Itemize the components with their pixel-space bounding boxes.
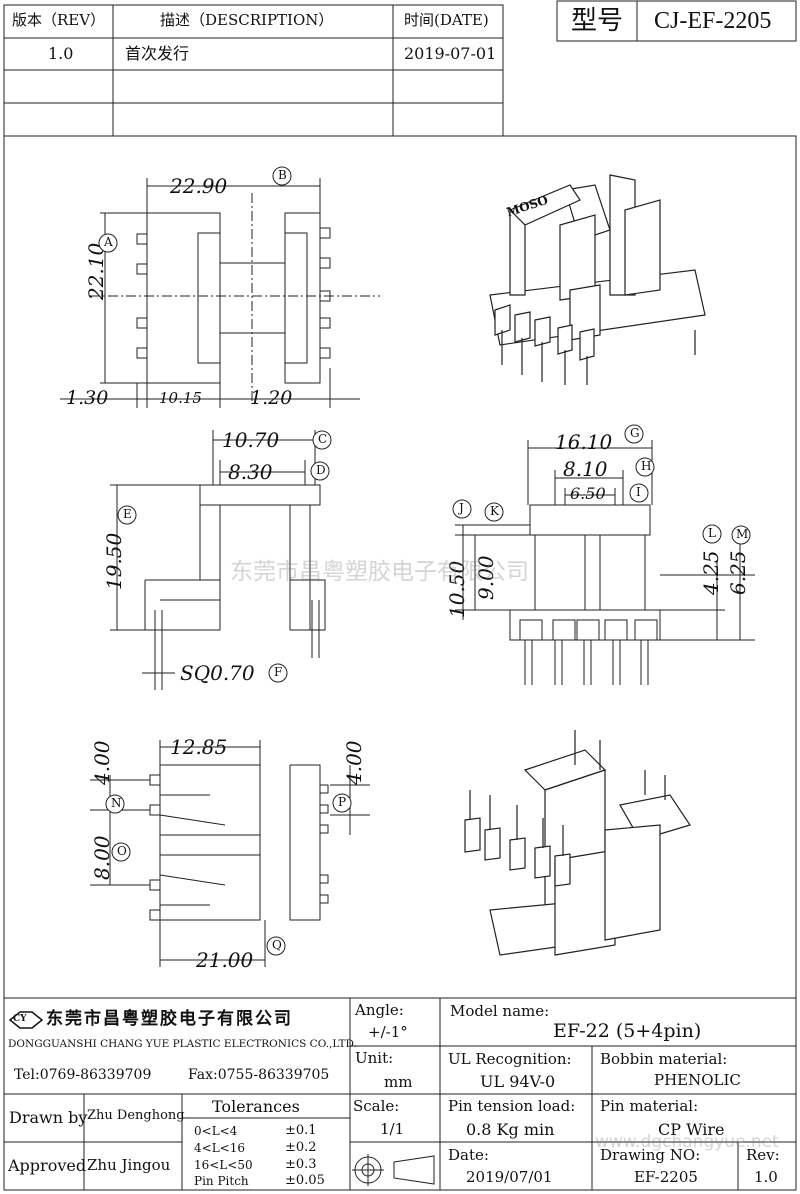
balloon-B: B [278,168,287,182]
rev-block-value: 1.0 [754,1168,778,1186]
scale-label: Scale: [353,1097,400,1115]
model-box-value: CJ-EF-2205 [654,8,772,34]
tolerance-range-2: 4<L<16 [194,1141,245,1155]
company-fax: Fax:0755-86339705 [188,1067,330,1083]
balloon-A: A [104,235,113,249]
balloon-D: D [316,463,326,477]
dim-w3: 1.20 [250,387,293,409]
unit-value: mm [384,1073,413,1091]
isometric-view-bottom [464,730,691,956]
balloon-I: I [636,485,641,499]
angle-label: Angle: [355,1001,404,1019]
side-view-drawing [110,430,326,690]
projection-symbol-icon [352,1154,435,1186]
tolerance-value-3: ±0.3 [285,1157,317,1172]
drawn-by-value: Zhu Denghong [87,1108,185,1123]
pin-material-value: CP Wire [658,1120,725,1139]
front-view-drawing [455,440,755,685]
tolerance-value-2: ±0.2 [285,1140,317,1155]
company-logo-text: CY [13,1014,27,1024]
dim-D: 8.30 [228,460,273,484]
date-label: Date: [448,1146,489,1164]
dim-Q: 21.00 [196,948,254,972]
company-name-cn: 东莞市昌粤塑胶电子有限公司 [46,1009,293,1029]
dim-w2: 10.15 [159,389,202,407]
date-value: 2019/07/01 [466,1168,553,1186]
model-name-label: Model name: [450,1002,550,1020]
balloon-C: C [318,432,328,446]
title-block-frame [3,997,797,1191]
drawn-by-label: Drawn by [9,1108,88,1127]
dimension-balloons [98,166,751,956]
company-name-en: DONGGUANSHI CHANG YUE PLASTIC ELECTRONIC… [8,1038,357,1050]
drawing-no-label: Drawing NO: [600,1146,701,1164]
dim-H: 8.10 [563,457,608,481]
unit-label: Unit: [355,1049,394,1067]
isometric-view-top [489,174,706,385]
tolerance-range-1: 0<L<4 [194,1124,238,1138]
desc-header: 描述（DESCRIPTION） [160,11,334,29]
balloon-E: E [123,507,132,521]
balloon-N: N [111,796,122,810]
balloon-F: F [274,665,283,679]
bobbin-material-label: Bobbin material: [600,1050,728,1068]
bobbin-material-value: PHENOLIC [654,1071,741,1089]
date-value: 2019-07-01 [404,44,497,63]
approved-value: Zhu Jingou [87,1156,171,1174]
model-box-label: 型号 [571,6,624,36]
approved-label: Approved [8,1156,87,1175]
scale-value: 1/1 [380,1120,405,1138]
angle-value: +/-1° [368,1023,408,1041]
pin-tension-label: Pin tension load: [448,1097,576,1115]
drawing-no-value: EF-2205 [634,1168,698,1186]
dim-C: 10.70 [222,428,280,452]
balloon-Q: Q [272,938,282,952]
desc-value: 首次发行 [125,44,190,63]
ul-label: UL Recognition: [448,1050,572,1068]
dim-w1: 1.30 [66,387,109,409]
balloon-G: G [630,426,640,440]
rev-label: Rev: [746,1146,780,1164]
company-tel: Tel:0769-86339709 [14,1067,152,1083]
top-view-drawing [60,178,380,408]
ul-value: UL 94V-0 [480,1072,556,1091]
website-watermark: www.dgchangyue.net [595,1132,779,1152]
balloon-J: J [459,501,464,515]
balloon-O: O [117,844,127,858]
dim-I: 6.50 [570,484,606,503]
balloon-P: P [338,795,347,809]
balloon-K: K [490,504,499,518]
tolerances-title: Tolerances [212,1097,300,1116]
pin-tension-value: 0.8 Kg min [466,1120,555,1139]
watermark-text: 东莞市昌粤塑胶电子有限公司 [230,559,529,585]
rev-header: 版本（REV） [12,11,106,29]
tolerance-range-3: 16<L<50 [194,1158,253,1172]
company-logo-icon [8,1011,44,1029]
bottom-view-drawing [90,740,370,967]
dim-G: 16.10 [555,430,613,454]
balloon-M: M [736,527,749,541]
balloon-H: H [641,459,652,473]
dim-B: 22.90 [170,174,228,198]
rev-value: 1.0 [48,44,74,63]
model-name-value: EF-22 (5+4pin) [553,1020,702,1042]
tolerance-range-4: Pin Pitch [194,1174,249,1188]
pin-material-label: Pin material: [600,1097,699,1115]
dim-F: SQ0.70 [180,661,255,685]
balloon-L: L [708,526,716,540]
tolerance-value-1: ±0.1 [285,1123,317,1138]
dim-bottom-w: 12.85 [170,735,228,759]
tolerance-value-4: ±0.05 [285,1173,325,1188]
date-header: 时间(DATE) [404,11,489,29]
